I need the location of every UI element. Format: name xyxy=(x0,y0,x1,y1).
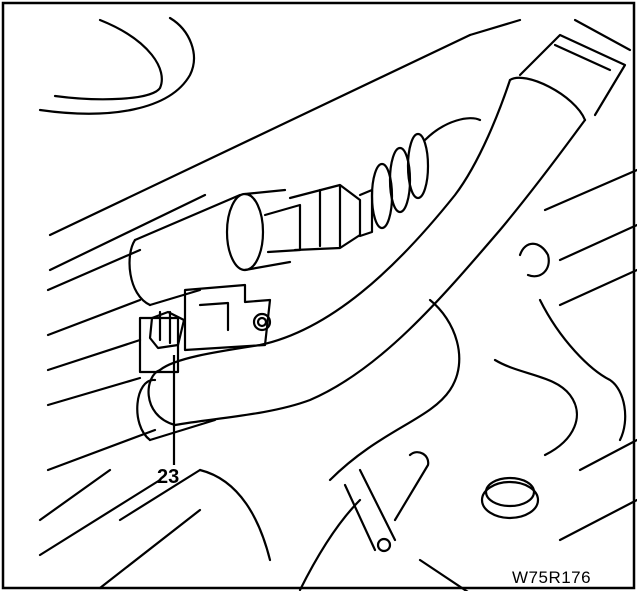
upper-recess-outline xyxy=(53,18,163,101)
housing-ribs xyxy=(543,168,637,307)
housing-boss xyxy=(518,242,550,278)
panel-edge-4 xyxy=(46,298,142,337)
housing-outline-3 xyxy=(493,358,578,457)
panel-edge-top xyxy=(468,18,522,37)
upper-pipe-bottom xyxy=(148,288,202,307)
main-hose-end xyxy=(147,368,177,427)
main-hose-upper xyxy=(158,78,512,372)
housing-outline-2 xyxy=(538,298,627,442)
bracket-plate-left xyxy=(138,316,180,374)
panel-edge-2 xyxy=(48,193,207,272)
fitting-sleeve xyxy=(263,203,302,254)
bracket-plate xyxy=(183,283,272,352)
panel-edge-5 xyxy=(46,338,142,372)
upper-pipe-top xyxy=(133,193,242,242)
hose-collar-3 xyxy=(406,132,430,200)
drain-plug-seat xyxy=(480,480,540,520)
underbody-ribs xyxy=(38,468,202,590)
fitting-union-body xyxy=(243,188,292,272)
hose-connector xyxy=(423,117,482,142)
underbody-curve xyxy=(198,468,272,562)
lower-pipe-edge xyxy=(148,418,217,442)
callout-label-23: 23 xyxy=(157,466,179,488)
top-fitting xyxy=(518,33,627,117)
bracket-hole-inner xyxy=(256,316,268,328)
lower-right-edges xyxy=(558,438,637,542)
bracket-slot xyxy=(198,301,230,332)
hex-nut xyxy=(288,183,362,252)
figure-code: W75R176 xyxy=(512,568,591,587)
screw-hex-faces xyxy=(158,310,172,345)
probe-eyelet xyxy=(376,537,392,553)
main-hose-cut xyxy=(508,76,587,122)
housing-outline-1 xyxy=(328,298,461,482)
bracket-hole xyxy=(252,312,272,332)
panel-edge-1 xyxy=(48,33,472,237)
panel-edge-6 xyxy=(46,376,142,407)
upper-recess-outline-outer xyxy=(38,16,195,115)
line-drawing xyxy=(38,16,637,596)
threaded-neck xyxy=(358,188,374,238)
upper-pipe-end xyxy=(128,238,152,307)
main-hose-lower xyxy=(173,118,587,427)
panel-edge-3 xyxy=(46,248,142,292)
screw-head xyxy=(148,310,186,350)
sensor-probe xyxy=(393,451,430,522)
panel-edge-7 xyxy=(46,428,157,472)
hex-nut-faces xyxy=(318,184,342,249)
probe-guide xyxy=(343,468,397,552)
top-fitting-ribs xyxy=(553,18,632,72)
